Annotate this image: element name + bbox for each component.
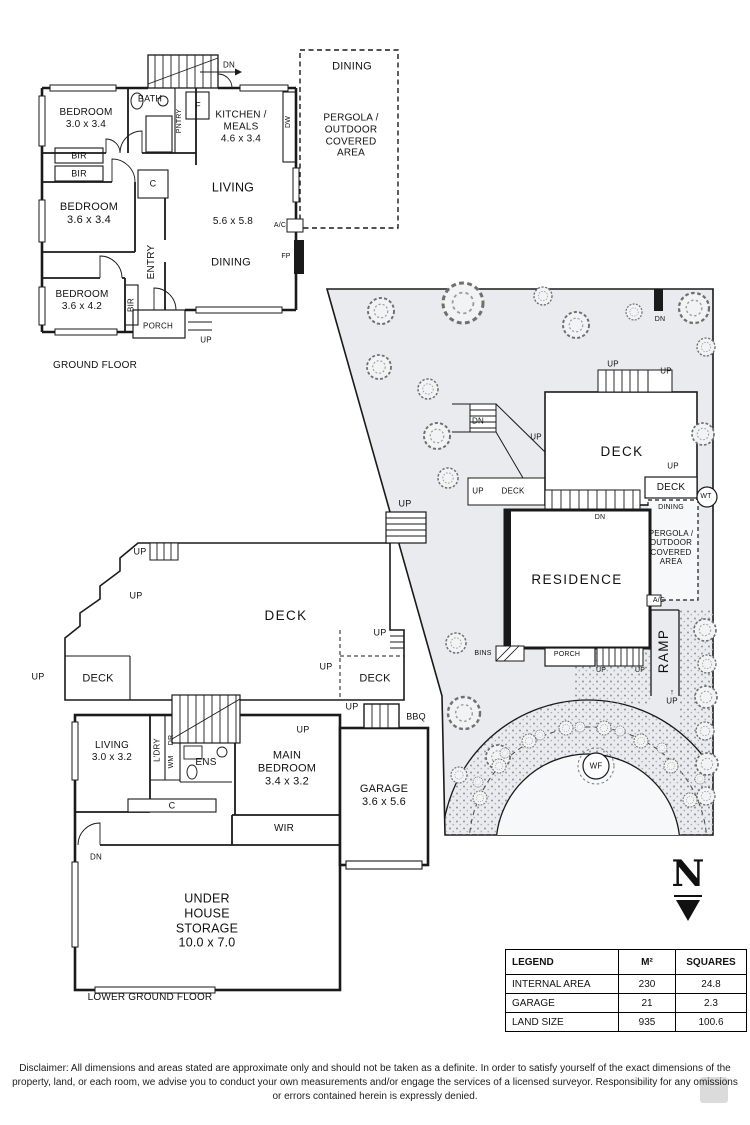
legend-cell-squares: 2.3 — [675, 993, 747, 1013]
legend-cell-label: LAND SIZE — [505, 1012, 619, 1032]
lgf-windows — [71, 721, 216, 994]
legend-cell-label: GARAGE — [505, 993, 619, 1013]
lower-ground-floor-graphics — [64, 511, 430, 994]
north-label: N — [671, 853, 705, 895]
legend-header-name: LEGEND — [505, 949, 619, 975]
legend-row-land-size: LAND SIZE 935 100.6 — [505, 1012, 747, 1032]
ground-floor-graphics — [38, 49, 399, 339]
legend-header-row: LEGEND M² SQUARES — [505, 949, 747, 975]
legend-cell-label: INTERNAL AREA — [505, 974, 619, 994]
watermark-logo — [700, 1077, 728, 1103]
legend-cell-squares: 100.6 — [675, 1012, 747, 1032]
north-arrow-icon — [674, 895, 702, 921]
legend-row-garage: GARAGE 21 2.3 — [505, 993, 747, 1013]
gf-windows — [38, 84, 289, 336]
disclaimer-text: Disclaimer: All dimensions and areas sta… — [12, 1063, 738, 1102]
legend-cell-m2: 21 — [618, 993, 676, 1013]
site-plan-graphics — [325, 281, 719, 836]
legend-header-m2: M² — [618, 949, 676, 975]
legend-cell-m2: 935 — [618, 1012, 676, 1032]
legend-row-internal-area: INTERNAL AREA 230 24.8 — [505, 974, 747, 994]
legend-header-squares: SQUARES — [675, 949, 747, 975]
north-indicator: N — [664, 856, 712, 929]
legend-cell-squares: 24.8 — [675, 974, 747, 994]
legend-table: LEGEND M² SQUARES INTERNAL AREA 230 24.8… — [505, 949, 747, 1032]
legend-cell-m2: 230 — [618, 974, 676, 994]
